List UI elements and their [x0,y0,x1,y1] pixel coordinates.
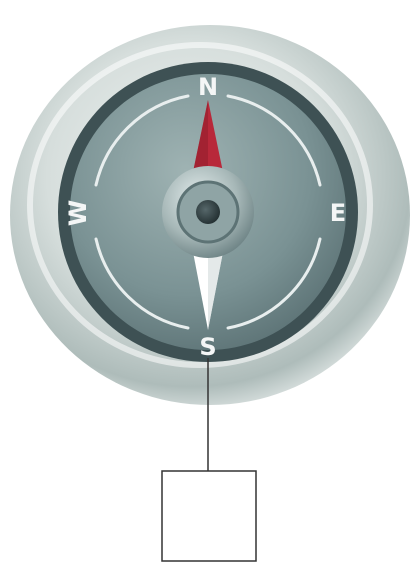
north-label: N [198,73,218,101]
attached-box [162,471,256,561]
west-label: W [64,200,92,226]
south-label: S [199,333,216,361]
compass-pivot [196,200,220,224]
east-label: E [330,199,346,227]
